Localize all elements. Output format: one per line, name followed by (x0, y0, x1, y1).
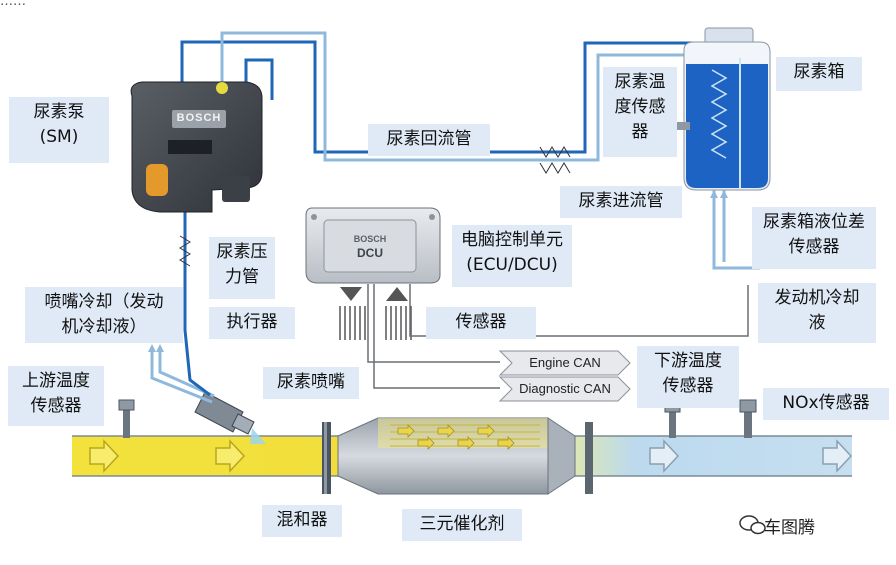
ecu-brand-text: BOSCH (353, 234, 387, 244)
label-catalyst: 三元催化剂 (402, 509, 522, 541)
label-downstream-temp: 下游温度 传感器 (637, 346, 739, 408)
nox-sensor-probe (739, 399, 757, 438)
urea-nozzle-body (194, 391, 266, 444)
inlet-pipe-line (220, 31, 690, 162)
return-pipe-coupling (539, 146, 571, 174)
label-urea-nozzle: 尿素喷嘴 (263, 367, 359, 399)
label-nox-sensor: NOx传感器 (763, 388, 889, 420)
label-level-sensor: 尿素箱液位差 传感器 (752, 207, 876, 269)
label-nozzle-cooling: 喷嘴冷却（发动 机冷却液） (25, 287, 183, 343)
ecu-bus-wires (367, 284, 749, 389)
nozzle-cooling-lines (150, 348, 215, 404)
catalyst-body (337, 417, 576, 495)
flange-2 (585, 422, 593, 494)
label-mixer: 混和器 (262, 505, 342, 537)
label-return-pipe: 尿素回流管 (368, 124, 490, 156)
top-fragment-text: …… (0, 0, 26, 9)
tank-outlet-arrows (710, 190, 728, 198)
urea-pump-body (130, 81, 263, 213)
mixer-flange (322, 422, 331, 494)
label-urea-pump: 尿素泵 (SM) (9, 97, 109, 163)
label-urea-temp-sensor: 尿素温 度传感 器 (603, 67, 677, 157)
nozzle-cooling-arrows (148, 344, 164, 352)
watermark-text: 车图腾 (764, 518, 815, 538)
engine-can-tag: Engine CAN (529, 355, 601, 370)
urea-tank-body (676, 27, 771, 191)
label-actuator: 执行器 (209, 307, 295, 339)
upstream-temp-sensor-probe (118, 399, 135, 438)
diagnostic-can-tag: Diagnostic CAN (519, 381, 611, 396)
ecu-body (305, 207, 441, 284)
flow-arrows (89, 439, 853, 473)
pump-outlet-stubs (244, 58, 274, 100)
label-sensor: 传感器 (426, 307, 536, 339)
return-pipe-line (180, 40, 706, 154)
pressure-pipe-coupling (179, 235, 191, 267)
label-ecu: 电脑控制单元 (ECU/DCU) (452, 225, 572, 287)
pressure-pipe-line (183, 208, 211, 397)
label-inlet-pipe: 尿素进流管 (560, 186, 682, 218)
label-engine-coolant: 发动机冷却 液 (758, 283, 876, 343)
tank-outlet-pipes (712, 190, 760, 270)
ecu-io-arrows (339, 287, 412, 340)
label-urea-tank: 尿素箱 (776, 57, 862, 91)
pump-brand-text: BOSCH (176, 112, 222, 124)
ecu-model-text: DCU (357, 246, 383, 260)
label-upstream-temp: 上游温度 传感器 (8, 366, 104, 426)
label-pressure-pipe: 尿素压 力管 (209, 237, 275, 299)
